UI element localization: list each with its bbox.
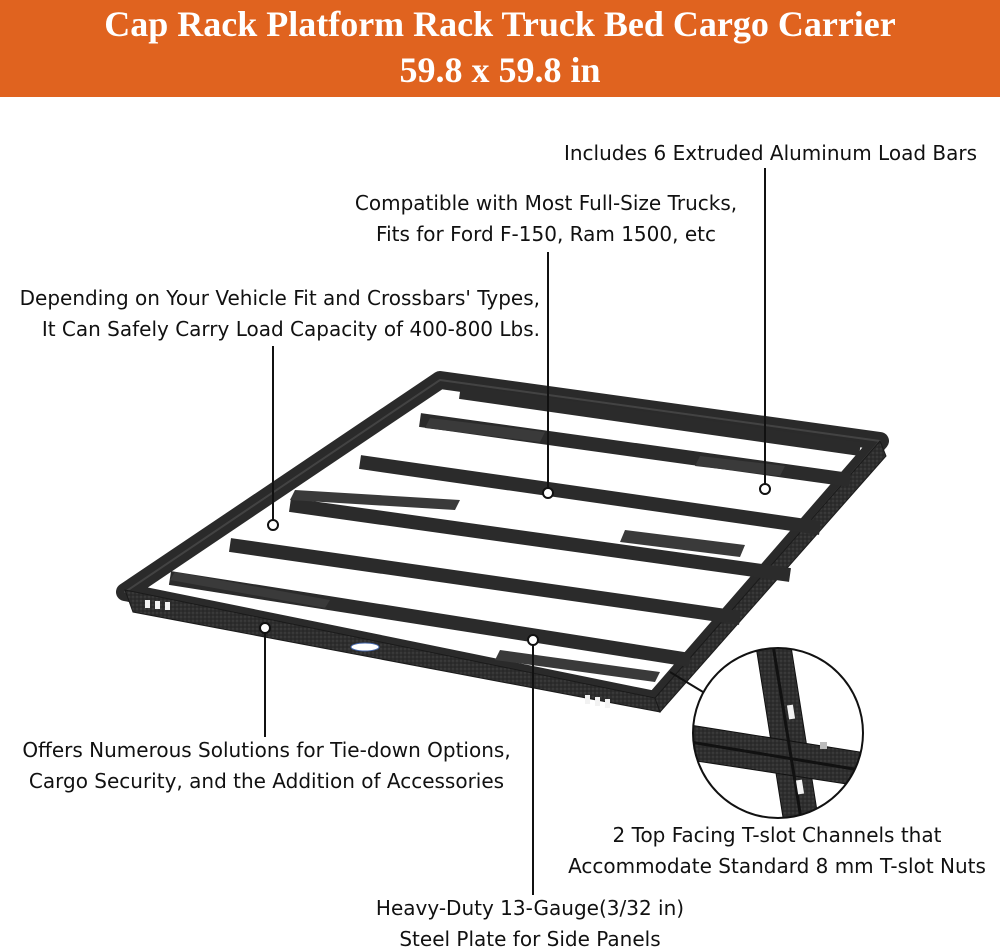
side-panel-slots (145, 600, 610, 708)
callout-markers (259, 483, 771, 646)
callout-tie-down-line2: Cargo Security, and the Addition of Acce… (28, 769, 505, 793)
callout-steel-plate: Heavy-Duty 13-Gauge(3/32 in) Steel Plate… (360, 893, 700, 947)
callout-load-bars: Includes 6 Extruded Aluminum Load Bars (564, 138, 977, 169)
marker-dot (542, 487, 554, 499)
marker-dot (267, 519, 279, 531)
marker-dot (259, 622, 271, 634)
marker-dot (759, 483, 771, 495)
callout-t-slot: 2 Top Facing T-slot Channels that Accomm… (557, 820, 997, 882)
leader-lines (264, 168, 766, 895)
callout-tie-down-line1: Offers Numerous Solutions for Tie-down O… (22, 738, 511, 762)
callout-load-capacity: Depending on Your Vehicle Fit and Crossb… (4, 283, 540, 345)
callout-load-capacity-line1: Depending on Your Vehicle Fit and Crossb… (19, 286, 540, 310)
header-banner: Cap Rack Platform Rack Truck Bed Cargo C… (0, 0, 1000, 97)
callout-tie-down: Offers Numerous Solutions for Tie-down O… (4, 735, 529, 797)
t-slot-detail-lens (692, 647, 864, 819)
callout-t-slot-line2: Accommodate Standard 8 mm T-slot Nuts (568, 854, 986, 878)
marker-dot (527, 634, 539, 646)
mounting-plate (170, 418, 785, 682)
callout-steel-plate-line2: Steel Plate for Side Panels (399, 927, 661, 947)
callout-load-capacity-line2: It Can Safely Carry Load Capacity of 400… (41, 317, 540, 341)
callout-compatibility-line2: Fits for Ford F-150, Ram 1500, etc (376, 222, 716, 246)
page-subtitle-size: 59.8 x 59.8 in (399, 50, 601, 90)
brand-logo-badge (350, 642, 380, 652)
callout-steel-plate-line1: Heavy-Duty 13-Gauge(3/32 in) (375, 896, 685, 920)
page-title: Cap Rack Platform Rack Truck Bed Cargo C… (104, 4, 896, 44)
callout-load-bars-text: Includes 6 Extruded Aluminum Load Bars (563, 141, 977, 165)
callout-compatibility: Compatible with Most Full-Size Trucks, F… (340, 188, 752, 250)
callout-compatibility-line1: Compatible with Most Full-Size Trucks, (354, 191, 738, 215)
callout-t-slot-line1: 2 Top Facing T-slot Channels that (612, 823, 942, 847)
rack-frame (116, 371, 889, 713)
